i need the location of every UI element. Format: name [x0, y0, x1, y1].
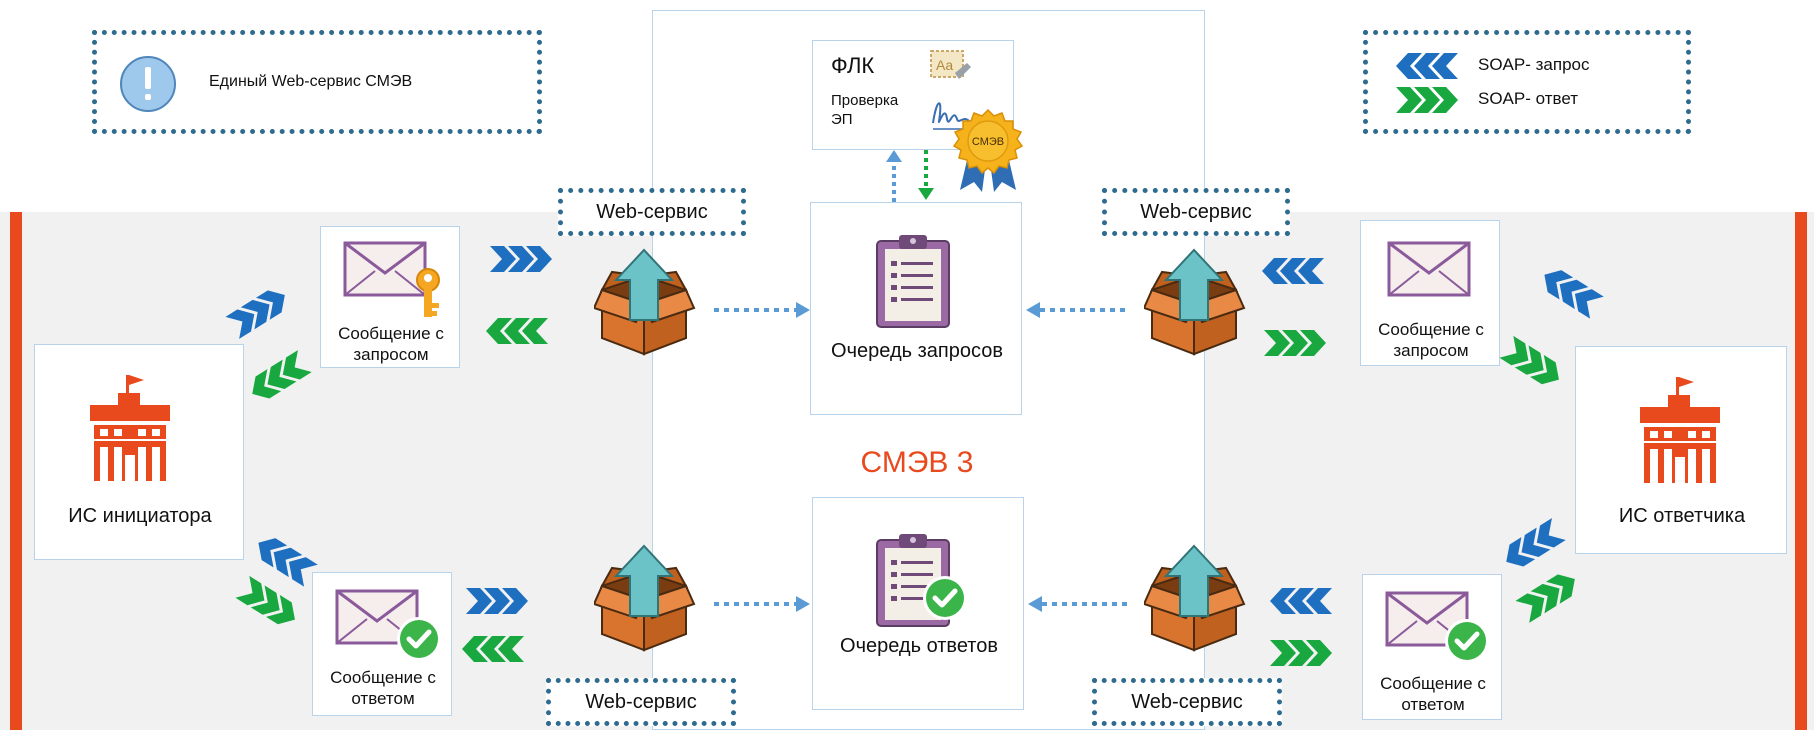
key-icon — [416, 268, 440, 317]
message-request-label: Сообщение с запросом — [338, 324, 444, 364]
flk-exchange-arrows — [886, 150, 934, 202]
smev3-title: СМЭВ 3 — [860, 446, 974, 479]
smev-badge-icon: СМЭВ — [952, 108, 1024, 192]
web-service-label-bottom-left: Web-сервис — [546, 678, 736, 726]
message-response-box-left: Сообщение с ответом — [312, 572, 452, 716]
flk-check-label: Проверка ЭП — [831, 92, 899, 128]
to-queue-responses-arrow — [714, 596, 810, 612]
info-icon — [120, 56, 176, 112]
response-chevron-icon — [1270, 640, 1332, 666]
soap-response-label: SOAP- ответ — [1478, 89, 1579, 108]
queue-responses-box: Очередь ответов — [812, 497, 1024, 710]
responder-label: ИС ответчика — [1618, 505, 1746, 527]
left-edge-bar — [10, 212, 22, 730]
message-request-label: Сообщение с запросом — [1378, 320, 1484, 360]
legend-web-service: Единый Web-сервис СМЭВ — [92, 30, 542, 134]
web-service-box-icon — [594, 545, 695, 651]
response-chevron-icon — [486, 318, 548, 344]
message-response-label: Сообщение с ответом — [1380, 674, 1486, 714]
responder-system-box: ИС ответчика — [1575, 346, 1787, 554]
check-icon — [397, 617, 441, 661]
soap-request-label: SOAP- запрос — [1478, 55, 1590, 74]
svg-text:Aa: Aa — [936, 57, 953, 73]
web-service-box-icon — [1144, 249, 1245, 355]
initiator-system-box: ИС инициатора — [34, 344, 244, 560]
soap-request-chevron-icon — [1396, 53, 1458, 79]
request-chevron-icon — [1262, 258, 1324, 284]
message-request-box-left: Сообщение с запросом — [320, 226, 460, 368]
smev-badge-label: СМЭВ — [972, 136, 1004, 148]
web-service-box-icon — [1144, 545, 1245, 651]
message-response-box-right: Сообщение с ответом — [1362, 574, 1502, 720]
request-chevron-icon — [466, 588, 528, 614]
initiator-label: ИС инициатора — [68, 505, 212, 527]
building-icon — [90, 375, 170, 481]
request-chevron-icon — [1270, 588, 1332, 614]
check-icon — [923, 576, 967, 620]
web-service-label-bottom-right: Web-сервис — [1092, 678, 1282, 726]
request-chevron-icon — [490, 246, 552, 272]
flk-title: ФЛК — [831, 53, 875, 78]
message-response-label: Сообщение с ответом — [330, 668, 436, 708]
envelope-icon — [1387, 241, 1471, 297]
from-right-to-queue-responses-arrow — [1028, 596, 1132, 612]
queue-responses-label: Очередь ответов — [840, 635, 998, 657]
web-service-label-top-right: Web-сервис — [1102, 188, 1290, 236]
web-service-label-top-left: Web-сервис — [558, 188, 746, 236]
queue-requests-label: Очередь запросов — [831, 340, 1003, 362]
legend-web-service-label: Единый Web-сервис СМЭВ — [209, 73, 413, 90]
soap-response-chevron-icon — [1396, 87, 1458, 113]
right-edge-bar — [1795, 212, 1807, 730]
web-service-box-icon — [594, 249, 695, 355]
to-queue-requests-arrow — [714, 302, 810, 318]
queue-requests-box: Очередь запросов — [810, 202, 1022, 415]
from-right-to-queue-requests-arrow — [1026, 302, 1130, 318]
clipboard-icon — [876, 234, 950, 328]
legend-soap: SOAP- запрос SOAP- ответ — [1363, 30, 1691, 134]
response-chevron-icon — [1264, 330, 1326, 356]
format-check-icon: Aa — [930, 50, 971, 79]
response-chevron-icon — [462, 636, 524, 662]
building-icon — [1640, 377, 1720, 483]
message-request-box-right: Сообщение с запросом — [1360, 220, 1500, 366]
check-icon — [1445, 619, 1489, 663]
